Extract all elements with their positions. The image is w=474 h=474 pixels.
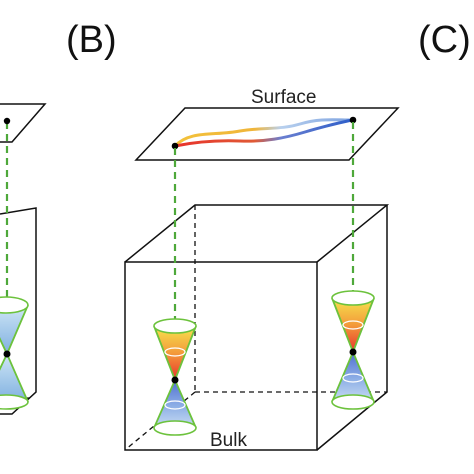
left-upper-energy-ring [164, 347, 186, 357]
right-upper-cone-rim [331, 290, 375, 306]
right-dirac-node [349, 348, 357, 356]
bulk-front-face [124, 261, 318, 451]
panel-b-letter: (B) [66, 19, 117, 61]
surface-state-upper-curve [173, 118, 353, 148]
panel-a-upper-cone [0, 305, 28, 354]
right-lower-cone [332, 352, 374, 402]
bulk-top-face [124, 204, 390, 263]
bulk-label: Bulk [210, 430, 247, 451]
bulk-right-face [316, 205, 388, 451]
panel-a-lower-cone-rim [0, 394, 29, 410]
left-lower-cone-rim [153, 420, 197, 436]
panel-a-dirac-node [3, 350, 11, 358]
left-lower-energy-ring [164, 400, 186, 410]
surface-state-lower-curve [174, 118, 353, 148]
right-upper-cone [332, 298, 374, 352]
left-lower-cone-outline [153, 379, 197, 429]
left-upper-cone [154, 326, 196, 380]
panel-c-letter: (C) [418, 19, 471, 61]
right-cone-pair [331, 290, 375, 410]
surface-node-left [171, 142, 179, 150]
surface-plane [134, 107, 400, 161]
right-lower-cone-rim [331, 394, 375, 410]
panel-a-lower-cone-outline [0, 353, 29, 403]
surface-node-right [349, 116, 357, 124]
panel-a-surface-node [3, 117, 11, 125]
left-dirac-node [171, 376, 179, 384]
panel-b: Surface Bulk [124, 87, 400, 451]
right-lower-cone-outline [331, 351, 375, 403]
left-upper-cone-rim [153, 318, 197, 334]
right-upper-energy-ring [342, 320, 364, 330]
left-cone-pair [153, 318, 197, 436]
left-lower-cone [154, 380, 196, 428]
panel-a-lower-cone [0, 354, 28, 402]
right-lower-energy-ring [342, 373, 364, 383]
panel-a-fragment [0, 103, 47, 415]
surface-label: Surface [251, 87, 316, 108]
panel-a-bulk-box [0, 207, 37, 415]
panel-a-upper-cone-rim [0, 296, 29, 314]
panel-a-surface-plane [0, 103, 47, 143]
